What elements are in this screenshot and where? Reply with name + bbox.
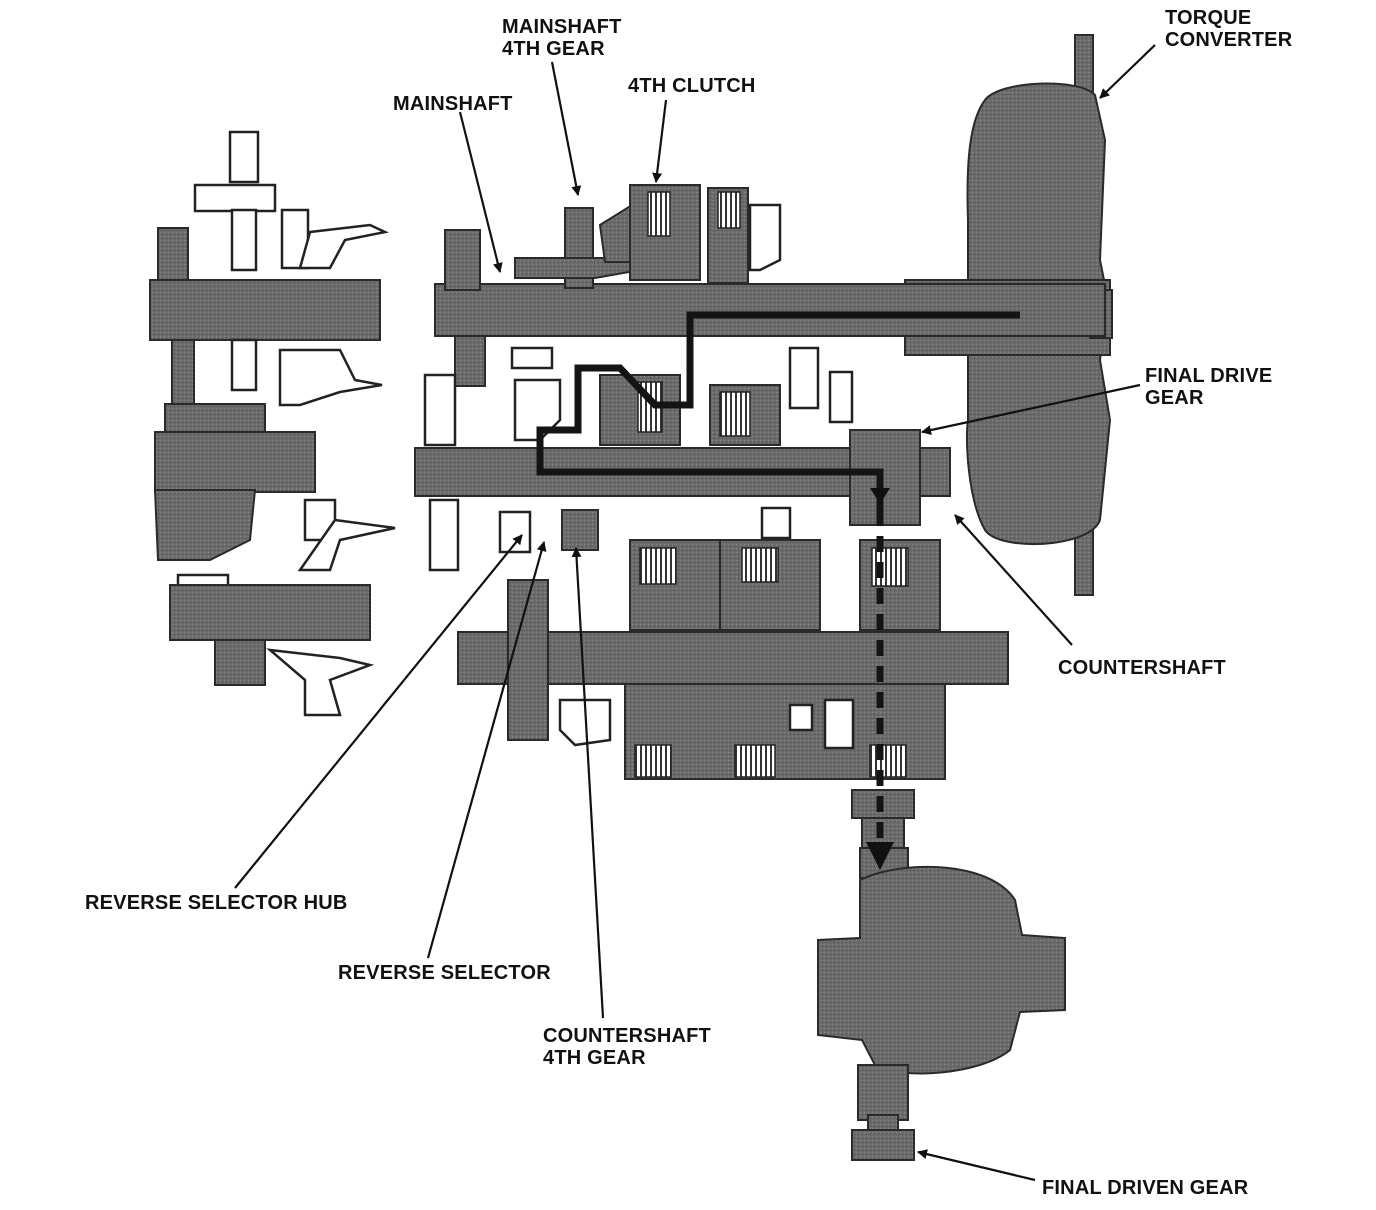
- svg-text:4TH CLUTCH: 4TH CLUTCH: [628, 75, 756, 97]
- label-reverse-selector: REVERSE SELECTOR: [338, 962, 551, 984]
- svg-text:GEAR: GEAR: [1145, 387, 1204, 409]
- svg-text:MAINSHAFT: MAINSHAFT: [502, 16, 622, 38]
- svg-text:CONVERTER: CONVERTER: [1165, 29, 1293, 51]
- label-reverse-selector-hub: REVERSE SELECTOR HUB: [85, 892, 348, 914]
- svg-text:TORQUE: TORQUE: [1165, 7, 1251, 29]
- svg-text:MAINSHAFT: MAINSHAFT: [393, 93, 513, 115]
- label-4th-clutch: 4TH CLUTCH: [628, 75, 756, 97]
- arrow-down-icon: [870, 488, 890, 504]
- svg-text:4TH GEAR: 4TH GEAR: [543, 1047, 646, 1069]
- svg-text:FINAL DRIVE: FINAL DRIVE: [1145, 365, 1272, 387]
- secondary-shaft-assembly: [457, 539, 1009, 780]
- arrow-down-icon: [866, 842, 894, 870]
- label-final-driven-gear: FINAL DRIVEN GEAR: [1042, 1177, 1249, 1199]
- leader-lines: [234, 44, 1156, 1182]
- svg-text:FINAL DRIVEN GEAR: FINAL DRIVEN GEAR: [1042, 1177, 1249, 1199]
- label-mainshaft: MAINSHAFT: [393, 93, 513, 115]
- fourth-clutch-pack: [647, 191, 671, 237]
- label-final-drive-gear: FINAL DRIVE GEAR: [1145, 365, 1272, 409]
- power-flow-path: [536, 311, 1020, 870]
- differential-assembly: [817, 789, 1066, 1161]
- label-mainshaft-4th-gear: MAINSHAFT 4TH GEAR: [502, 16, 622, 60]
- svg-text:COUNTERSHAFT: COUNTERSHAFT: [543, 1025, 711, 1047]
- svg-text:REVERSE SELECTOR HUB: REVERSE SELECTOR HUB: [85, 892, 348, 914]
- svg-text:4TH GEAR: 4TH GEAR: [502, 38, 605, 60]
- mainshaft-assembly: [434, 184, 1106, 424]
- label-torque-converter: TORQUE CONVERTER: [1165, 7, 1293, 51]
- label-countershaft-4th-gear: COUNTERSHAFT 4TH GEAR: [543, 1025, 711, 1069]
- svg-text:REVERSE SELECTOR: REVERSE SELECTOR: [338, 962, 551, 984]
- svg-text:COUNTERSHAFT: COUNTERSHAFT: [1058, 657, 1226, 679]
- label-countershaft: COUNTERSHAFT: [1058, 657, 1226, 679]
- idler-gear-assembly: [149, 130, 396, 717]
